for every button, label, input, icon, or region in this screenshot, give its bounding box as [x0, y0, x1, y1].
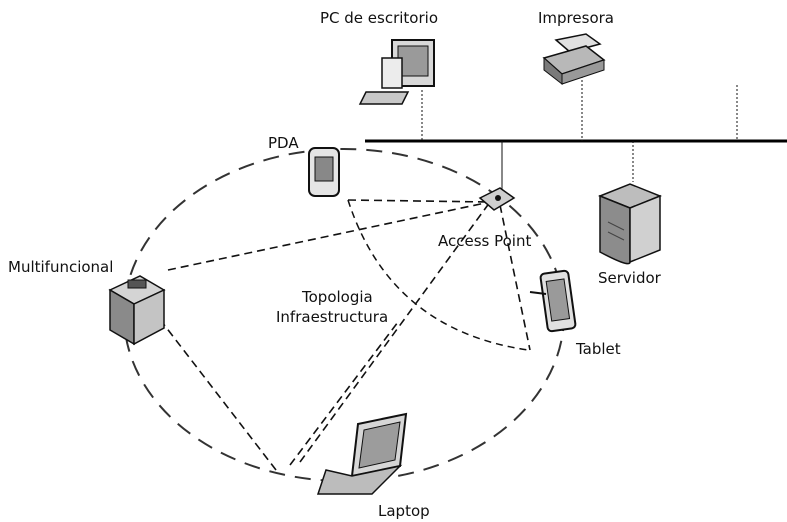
label-topology-line1: Topologia	[301, 288, 373, 306]
link-ap-pda-top	[347, 199, 491, 203]
label-laptop: Laptop	[378, 502, 430, 520]
link-ap-laptop-b	[144, 299, 277, 471]
wired-backbone	[365, 76, 787, 192]
topology-arc	[347, 199, 529, 351]
label-pc: PC de escritorio	[320, 9, 438, 27]
desktop-pc-icon	[358, 39, 435, 105]
label-tablet: Tablet	[575, 340, 621, 358]
printer-icon	[542, 33, 606, 86]
label-pda: PDA	[268, 134, 299, 152]
label-topology-line2: Infraestructura	[276, 308, 388, 326]
link-ap-multifunction	[167, 201, 491, 271]
server-icon	[597, 183, 663, 265]
link-ap-tablet	[499, 204, 531, 351]
laptop-icon	[316, 412, 408, 495]
label-server: Servidor	[598, 269, 662, 287]
label-access-point: Access Point	[438, 232, 531, 250]
multifunction-printer-icon	[108, 275, 166, 346]
tablet-icon	[529, 269, 577, 333]
pda-icon	[308, 147, 340, 197]
label-multifunction: Multifuncional	[8, 258, 113, 276]
link-laptop-center	[289, 321, 399, 466]
access-point-icon	[478, 187, 516, 211]
wireless-links	[144, 199, 531, 471]
link-ap-laptop-a	[299, 201, 491, 463]
label-printer: Impresora	[538, 9, 614, 27]
